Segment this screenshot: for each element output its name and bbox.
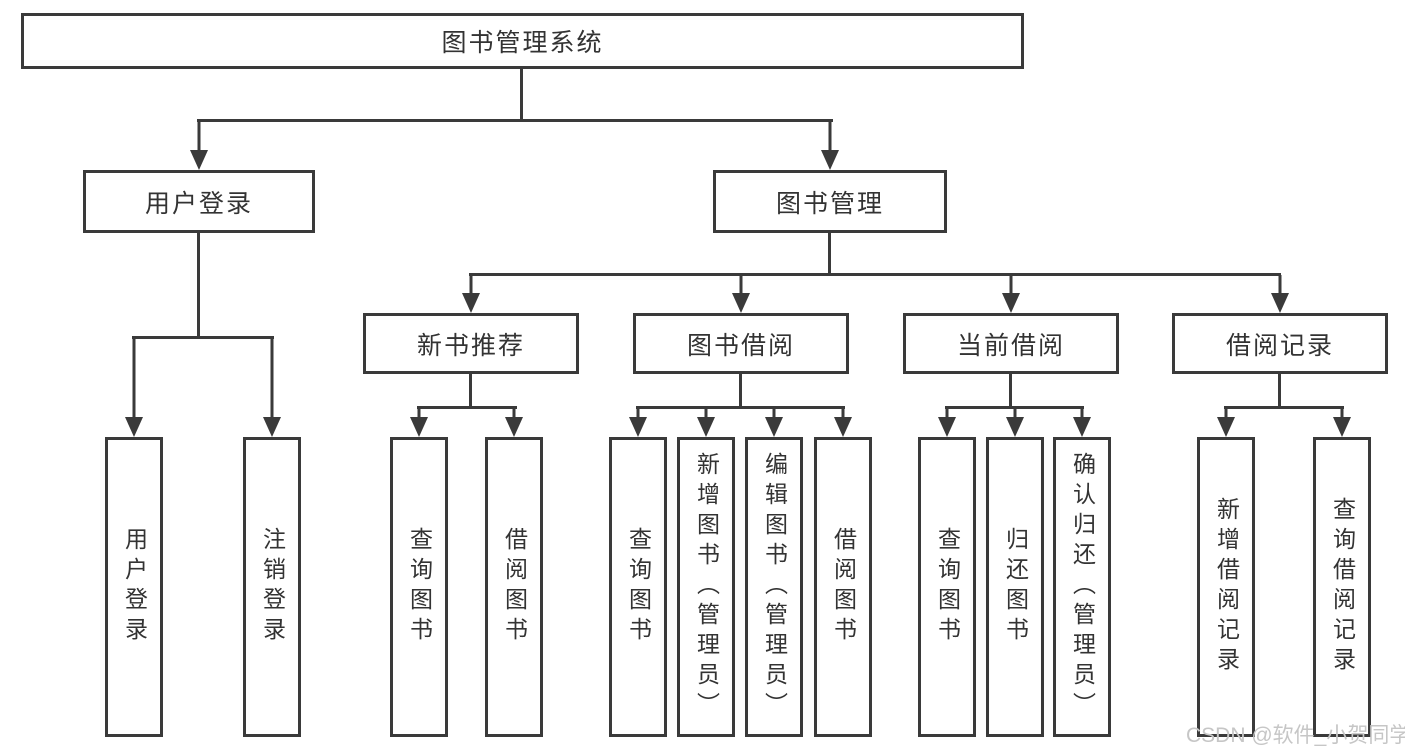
connector-line (739, 373, 742, 409)
arrow-down-icon (1002, 275, 1020, 313)
node-new-book-recommend: 新书推荐 (363, 313, 579, 374)
arrow-down-icon (505, 408, 523, 437)
leaf-logout: 注销登录 (243, 437, 301, 737)
arrow-down-icon (821, 120, 839, 170)
connector-line (469, 373, 472, 409)
arrow-down-icon (462, 275, 480, 313)
connector-line (197, 232, 200, 339)
leaf-borrow-books: 借阅图书 (814, 437, 872, 737)
node-borrow-records: 借阅记录 (1172, 313, 1388, 374)
connector-line (520, 68, 523, 122)
leaf-borrow-books: 借阅图书 (485, 437, 543, 737)
arrow-down-icon (1217, 408, 1235, 437)
node-current-borrow: 当前借阅 (903, 313, 1119, 374)
connector-line (1009, 373, 1012, 409)
node-book-borrow: 图书借阅 (633, 313, 849, 374)
connector-line (1224, 406, 1344, 409)
arrow-down-icon (1333, 408, 1351, 437)
arrow-down-icon (125, 338, 143, 437)
leaf-query-books: 查询图书 (390, 437, 448, 737)
arrow-down-icon (834, 408, 852, 437)
arrow-down-icon (410, 408, 428, 437)
leaf-query-books: 查询图书 (609, 437, 667, 737)
csdn-watermark: CSDN @软件_小贺同学 (1186, 724, 1405, 747)
connector-line (132, 336, 274, 339)
leaf-return-book: 归还图书 (986, 437, 1044, 737)
connector-line (1278, 373, 1281, 409)
node-book-management: 图书管理 (713, 170, 947, 233)
node-user-login: 用户登录 (83, 170, 315, 233)
leaf-query-books: 查询图书 (918, 437, 976, 737)
arrow-down-icon (190, 120, 208, 170)
leaf-add-book-admin: 新增图书（管理员） (677, 437, 735, 737)
arrow-down-icon (263, 338, 281, 437)
connector-line (417, 406, 517, 409)
arrow-down-icon (938, 408, 956, 437)
arrow-down-icon (1006, 408, 1024, 437)
connector-line (469, 273, 1281, 276)
connector-line (636, 406, 845, 409)
arrow-down-icon (697, 408, 715, 437)
arrow-down-icon (765, 408, 783, 437)
connector-line (828, 232, 831, 276)
leaf-query-borrow-record: 查询借阅记录 (1313, 437, 1371, 737)
arrow-down-icon (732, 275, 750, 313)
leaf-user-login: 用户登录 (105, 437, 163, 737)
arrow-down-icon (629, 408, 647, 437)
arrow-down-icon (1073, 408, 1091, 437)
node-system-root: 图书管理系统 (21, 13, 1024, 69)
leaf-add-borrow-record: 新增借阅记录 (1197, 437, 1255, 737)
connector-line (197, 119, 833, 122)
leaf-confirm-return-admin: 确认归还（管理员） (1053, 437, 1111, 737)
leaf-edit-book-admin: 编辑图书（管理员） (745, 437, 803, 737)
arrow-down-icon (1271, 275, 1289, 313)
